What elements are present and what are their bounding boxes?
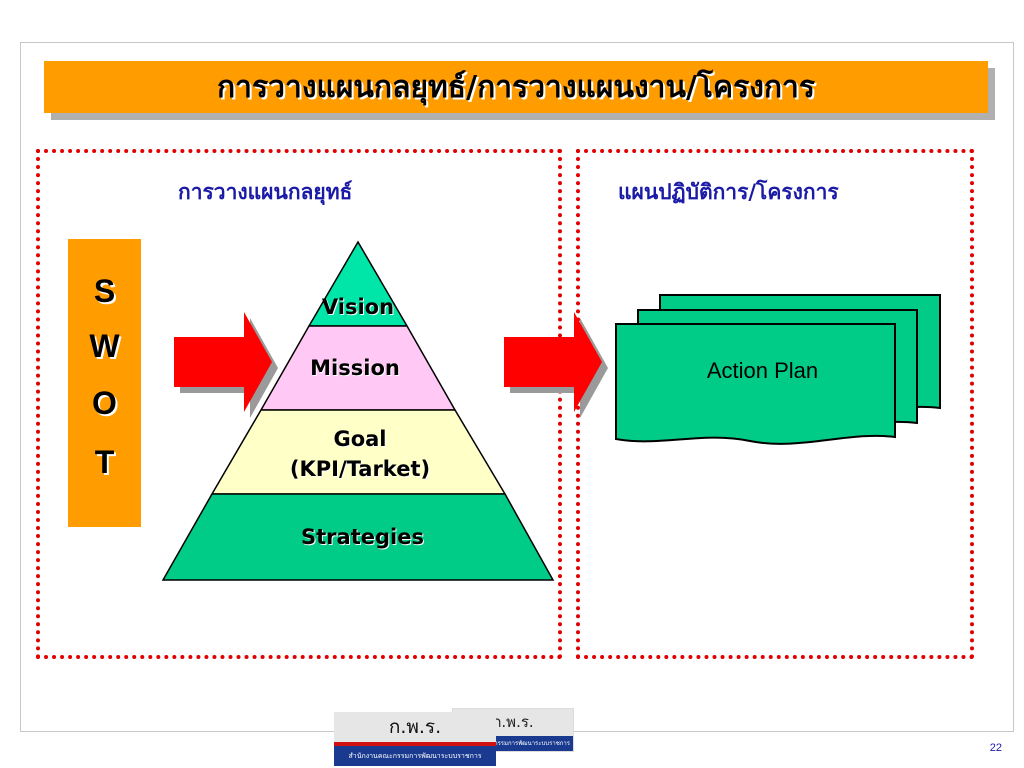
logo-red-stripe <box>334 742 496 746</box>
strategic-planning-panel <box>36 149 562 659</box>
document-front <box>615 323 896 445</box>
page-number: 22 <box>989 742 1002 754</box>
title-bar: การวางแผนกลยุทธ์/การวางแผนงาน/โครงการ <box>44 61 988 113</box>
slide-title: การวางแผนกลยุทธ์/การวางแผนงาน/โครงการ <box>217 69 815 105</box>
swot-letter-o: O <box>92 385 117 421</box>
action-plan-heading: แผนปฏิบัติการ/โครงการ <box>618 180 839 204</box>
strategic-planning-heading: การวางแผนกลยุทธ์ <box>178 180 353 204</box>
right-arrow-icon <box>504 312 602 412</box>
action-plan-label: Action Plan <box>706 358 819 383</box>
swot-box <box>68 239 141 527</box>
swot-letter-w: W <box>89 328 120 364</box>
logo-front-subtext: สำนักงานคณะกรรมการพัฒนาระบบราชการ <box>334 746 496 766</box>
opdc-logo: ก.พ.ร. สำนักงานคณะกรรมการพัฒนาระบบราชการ <box>334 712 496 766</box>
pyramid-label-kpi: (KPI/Tarket) <box>289 457 431 481</box>
pyramid-label-strategies: Strategies <box>301 525 424 549</box>
right-arrow-icon <box>174 312 272 412</box>
logo-front-text: ก.พ.ร. <box>334 712 496 742</box>
swot-letter-s: S <box>93 273 116 309</box>
pyramid-label-mission: Mission <box>310 356 400 380</box>
pyramid-label-goal: Goal <box>333 427 387 451</box>
pyramid-label-vision: Vision <box>321 295 395 319</box>
swot-letter-t: T <box>94 444 115 480</box>
pyramid-strategies <box>161 493 555 581</box>
